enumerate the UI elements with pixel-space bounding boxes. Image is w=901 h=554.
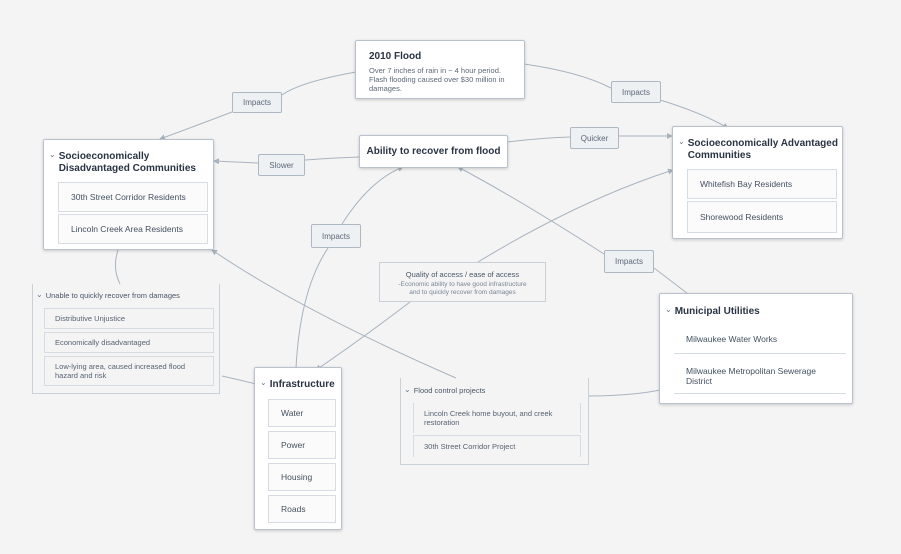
unable-item-label: Economically disadvantaged (55, 338, 151, 347)
edge-label-text: Impacts (321, 231, 350, 241)
infrastructure-item[interactable]: Power (268, 431, 336, 459)
flood-control-item2: 30th Street Corridor Project (424, 442, 516, 451)
ability-title: Ability to recover from flood (366, 145, 501, 157)
edge-label-impacts[interactable]: Impacts (611, 81, 661, 103)
edge-ability-to-quicker (506, 136, 571, 143)
edge-unable-to-infra (221, 375, 257, 385)
edge-unable-to-disadvantaged (114, 249, 121, 285)
advantaged-item-label: Whitefish Bay Residents (700, 179, 793, 189)
unable-item[interactable]: Low-lying area, caused increased flood h… (44, 356, 214, 386)
flood-control-item[interactable]: 30th Street Corridor Project (413, 435, 581, 457)
edge-impacts-to-disadvantaged (159, 111, 233, 141)
flood-control-title: Flood control projects (413, 386, 486, 395)
chevron-down-icon[interactable]: ⌄ (260, 378, 267, 387)
unable-item3-line2: hazard and risk (55, 371, 107, 380)
disadvantaged-title-line2: Disadvantaged Communities (58, 163, 196, 174)
ability-card[interactable]: Ability to recover from flood (359, 135, 508, 168)
disadvantaged-item-label: 30th Street Corridor Residents (71, 192, 186, 202)
utilities-item-label: Milwaukee Water Works (686, 334, 778, 344)
flood-desc-line1: Over 7 inches of rain in ~ 4 hour period… (369, 66, 501, 75)
unable-item3-line1: Low-lying area, caused increased flood (55, 362, 186, 371)
unable-item[interactable]: Economically disadvantaged (44, 332, 214, 353)
chevron-down-icon[interactable]: ⌄ (49, 150, 56, 159)
utilities-item2-line2: District (686, 375, 712, 386)
infrastructure-item-label: Roads (281, 504, 306, 514)
infrastructure-item[interactable]: Housing (268, 463, 336, 491)
edge-slower-to-disadvantaged (213, 158, 259, 165)
infrastructure-item-label: Power (281, 440, 306, 450)
chevron-down-icon[interactable]: ⌄ (36, 290, 43, 299)
quality-title: Quality of access / ease of access (405, 270, 520, 279)
edge-label-text: Slower (269, 160, 294, 170)
edge-flood-to-impacts-right (523, 63, 612, 89)
infrastructure-card[interactable]: ⌄ Infrastructure Water Power Housing Roa… (254, 367, 342, 530)
utilities-item[interactable]: Milwaukee Water Works (674, 325, 846, 354)
flood-card[interactable]: 2010 Flood Over 7 inches of rain in ~ 4 … (355, 40, 525, 99)
edge-label-text: Impacts (242, 98, 271, 107)
edge-label-impacts[interactable]: Impacts (232, 92, 282, 113)
disadvantaged-item-label: Lincoln Creek Area Residents (71, 224, 183, 234)
edge-label-text: Impacts (621, 87, 650, 97)
edge-label-text: Quicker (580, 133, 609, 143)
infrastructure-item-label: Water (281, 408, 304, 418)
flood-desc-line2: Flash flooding caused over $30 million i… (369, 75, 505, 84)
disadvantaged-title-line1: Socioeconomically (58, 151, 150, 162)
edge-quality-to-advantaged (477, 168, 674, 263)
advantaged-card[interactable]: ⌄ Socioeconomically Advantaged Communiti… (672, 126, 843, 239)
quality-desc-line2: and to quickly recover from damages (409, 289, 516, 296)
flood-desc-line3: damages. (369, 84, 402, 93)
utilities-item[interactable]: Milwaukee Metropolitan Sewerage District (674, 358, 846, 394)
chevron-down-icon[interactable]: ⌄ (678, 137, 685, 146)
edge-ability-to-slower (304, 156, 360, 161)
unable-group[interactable]: ⌄Unable to quickly recover from damages … (32, 284, 220, 394)
edge-util-to-impacts (653, 267, 689, 295)
edge-impacts-to-ability (341, 166, 404, 225)
unable-item[interactable]: Distributive Unjustice (44, 308, 214, 329)
advantaged-title-line2: Communities (687, 150, 752, 161)
edge-floodcontrol-to-utilities (587, 389, 661, 397)
edge-quality-to-infra (315, 301, 411, 371)
advantaged-title-line1: Socioeconomically Advantaged (687, 138, 838, 149)
infrastructure-item-label: Housing (281, 472, 313, 482)
chevron-down-icon[interactable]: ⌄ (665, 305, 672, 314)
unable-title: Unable to quickly recover from damages (45, 291, 180, 300)
edge-label-quicker[interactable]: Quicker (570, 127, 619, 149)
utilities-title: Municipal Utilities (674, 306, 760, 317)
disadvantaged-item[interactable]: Lincoln Creek Area Residents (58, 214, 208, 244)
edge-label-slower[interactable]: Slower (258, 154, 305, 176)
advantaged-item-label: Shorewood Residents (700, 212, 784, 222)
flood-control-item1-line1: Lincoln Creek home buyout, and creek (424, 409, 553, 418)
disadvantaged-card[interactable]: ⌄ Socioeconomically Disadvantaged Commun… (43, 139, 214, 250)
edge-impacts-to-ability-right (457, 166, 605, 255)
edge-label-impacts[interactable]: Impacts (311, 224, 361, 248)
infrastructure-item[interactable]: Roads (268, 495, 336, 523)
disadvantaged-item[interactable]: 30th Street Corridor Residents (58, 182, 208, 212)
infrastructure-item[interactable]: Water (268, 399, 336, 427)
flood-control-group[interactable]: ⌄Flood control projects Lincoln Creek ho… (400, 378, 589, 465)
flood-title: 2010 Flood (369, 51, 422, 62)
quality-node[interactable]: Quality of access / ease of access -Econ… (379, 262, 546, 302)
edge-flood-to-disadvantaged (281, 71, 357, 96)
utilities-card[interactable]: ⌄ Municipal Utilities Milwaukee Water Wo… (659, 293, 853, 404)
advantaged-item[interactable]: Whitefish Bay Residents (687, 169, 837, 199)
edge-impacts-to-advantaged (659, 99, 729, 129)
edge-label-text: Impacts (614, 257, 643, 266)
utilities-item2-line1: Milwaukee Metropolitan Sewerage (686, 365, 816, 376)
chevron-down-icon[interactable]: ⌄ (404, 385, 411, 394)
quality-desc-line1: -Economic ability to have good infrastru… (398, 281, 527, 288)
infrastructure-title: Infrastructure (269, 379, 335, 390)
flood-control-item1-line2: restoration (424, 418, 460, 427)
unable-item-label: Distributive Unjustice (55, 314, 126, 323)
edge-label-impacts[interactable]: Impacts (604, 250, 654, 273)
advantaged-item[interactable]: Shorewood Residents (687, 201, 837, 233)
edge-infra-to-impacts (295, 247, 329, 369)
flood-control-item[interactable]: Lincoln Creek home buyout, and creek res… (413, 403, 581, 433)
